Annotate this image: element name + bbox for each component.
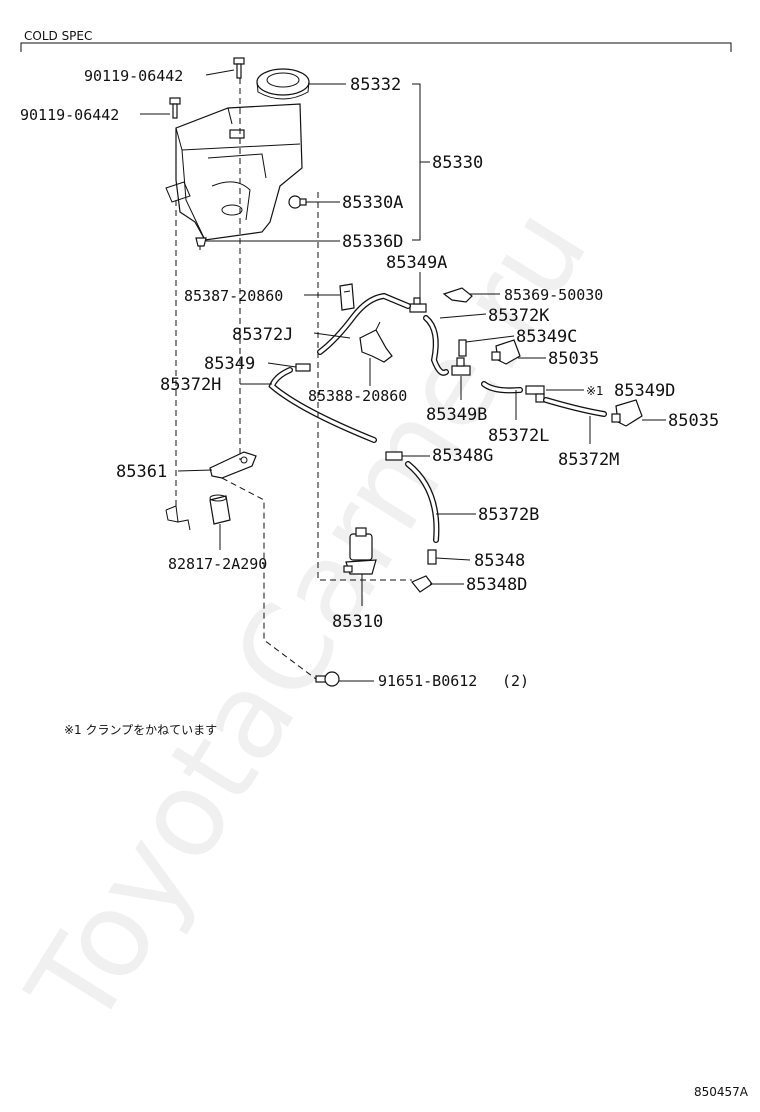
valve-d[interactable]	[411, 575, 433, 593]
label-bolt-c-qty: (2)	[502, 672, 529, 690]
label-nozzle-a: 85035	[548, 349, 599, 369]
label-joint-d-mark: ※1	[586, 384, 604, 398]
grommet[interactable]	[209, 494, 231, 525]
hose-h[interactable]	[268, 367, 377, 443]
label-bolt-b: 90119-06442	[20, 106, 119, 124]
stay-bracket	[165, 505, 191, 531]
tank-cap[interactable]	[256, 68, 310, 100]
label-clamp-a: 85369-50030	[504, 286, 603, 304]
label-valve: 85348	[474, 551, 525, 571]
label-hose-b: 85372B	[478, 505, 539, 525]
clamp-a[interactable]	[442, 287, 473, 303]
leader-lines	[140, 69, 666, 682]
part-labels: 90119-06442 90119-06442 85332 85330 8533…	[20, 67, 719, 690]
joint-d[interactable]	[525, 385, 545, 403]
label-bolt-c: 91651-B0612	[378, 672, 477, 690]
hose-b[interactable]	[405, 461, 440, 543]
hose-j[interactable]	[317, 292, 411, 355]
hose-k[interactable]	[423, 315, 449, 376]
label-clip-a: 85387-20860	[184, 287, 283, 305]
label-joint: 85349	[204, 354, 255, 374]
label-hose-l: 85372L	[488, 426, 549, 446]
label-plug-d: 85336D	[342, 232, 403, 252]
plug-d[interactable]	[195, 237, 207, 247]
spec-header: COLD SPEC	[20, 29, 732, 52]
bracket-b[interactable]	[359, 321, 393, 363]
label-hose-k: 85372K	[488, 306, 550, 326]
bolt-b[interactable]	[169, 97, 181, 119]
hose-m[interactable]	[543, 397, 607, 417]
label-bolt-a: 90119-06442	[84, 67, 183, 85]
label-bracket-b: 85388-20860	[308, 387, 407, 405]
label-plug-a: 85330A	[342, 193, 403, 213]
joint-c[interactable]	[458, 339, 467, 357]
tank-bracket[interactable]	[209, 451, 257, 479]
label-valve-g: 85348G	[432, 446, 493, 466]
washer-pump[interactable]	[343, 527, 377, 575]
label-grommet: 82817-2A290	[168, 555, 267, 573]
plug-a[interactable]	[288, 195, 307, 209]
label-hose-h: 85372H	[160, 375, 221, 395]
label-nozzle-b: 85035	[668, 411, 719, 431]
label-joint-a: 85349A	[386, 253, 447, 273]
label-hose-m: 85372M	[558, 450, 619, 470]
bolt-a[interactable]	[233, 57, 245, 79]
label-cap: 85332	[350, 75, 401, 95]
washer-tank[interactable]	[165, 103, 303, 241]
valve-g[interactable]	[385, 451, 403, 461]
joint[interactable]	[295, 363, 311, 372]
footnote-text: ※1 クランプをかねています	[64, 723, 217, 737]
assembly-lines	[175, 78, 412, 680]
joint-b[interactable]	[451, 357, 471, 376]
label-joint-c: 85349C	[516, 327, 577, 347]
reference-code: 850457A	[694, 1085, 749, 1099]
nozzle-b[interactable]	[611, 399, 643, 427]
bolt-c[interactable]	[315, 671, 340, 687]
clip-a[interactable]	[339, 283, 355, 311]
spec-title: COLD SPEC	[24, 29, 92, 43]
label-valve-d: 85348D	[466, 575, 527, 595]
label-bracket: 85361	[116, 462, 167, 482]
label-joint-d: 85349D	[614, 381, 675, 401]
label-tank-assy: 85330	[432, 153, 483, 173]
valve[interactable]	[427, 549, 437, 565]
label-joint-b: 85349B	[426, 405, 487, 425]
label-pump: 85310	[332, 612, 383, 632]
nozzle-a[interactable]	[491, 339, 521, 365]
label-hose-j: 85372J	[232, 325, 293, 345]
